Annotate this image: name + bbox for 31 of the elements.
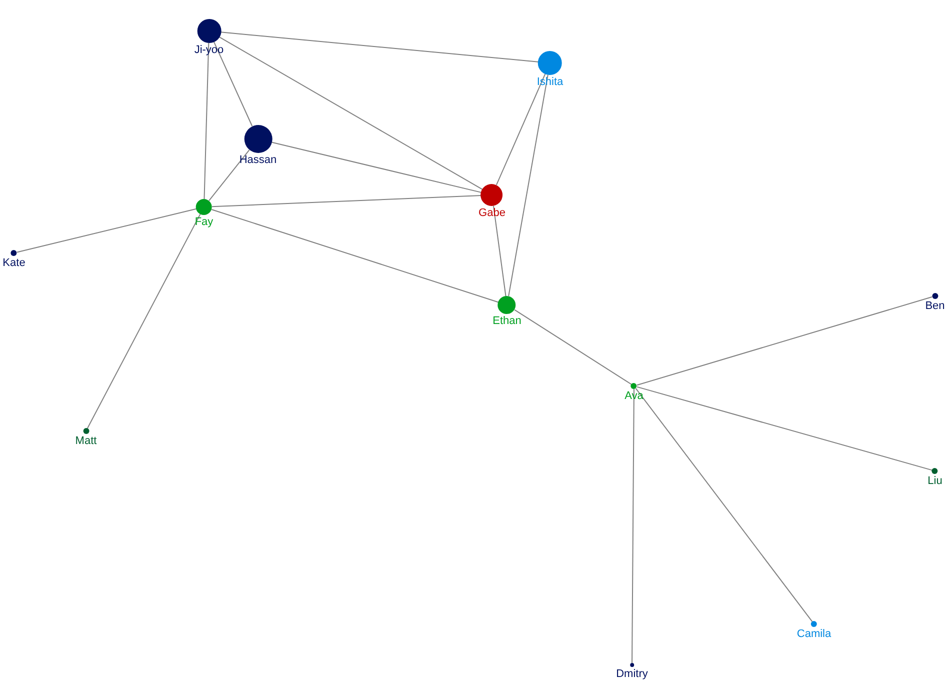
connector-line [271,142,482,193]
node-label: Fay [194,216,214,229]
node-label: Dmitry [616,668,648,681]
connector-line [218,36,483,190]
node-label: Ava [624,390,644,403]
connector-line [636,296,933,386]
node-label: Ji-yoo [194,44,224,57]
connector-line [220,32,539,62]
connector-line [211,208,499,303]
connector-line [86,214,201,429]
node-label: Liu [928,475,942,488]
connector-line [508,74,548,297]
node-label: Ishita [536,76,564,89]
node-label: Hassan [239,154,277,167]
connector-line [204,42,210,200]
connector-line [514,309,632,385]
node-label: Camila [796,628,832,641]
connector-line [16,208,197,253]
node-label: Gabe [478,207,506,220]
connector-line [632,388,634,664]
connector-line [496,73,546,186]
connector-line [213,41,253,127]
node-label: Matt [75,435,97,448]
connector-line [635,388,813,622]
connector-line [492,205,506,297]
node-label: Kate [2,257,26,270]
node-label: Ben [925,300,945,313]
connector-line [212,194,482,208]
connector-line [636,386,933,471]
connector-line [208,149,250,202]
node-label: Ethan [492,315,522,328]
